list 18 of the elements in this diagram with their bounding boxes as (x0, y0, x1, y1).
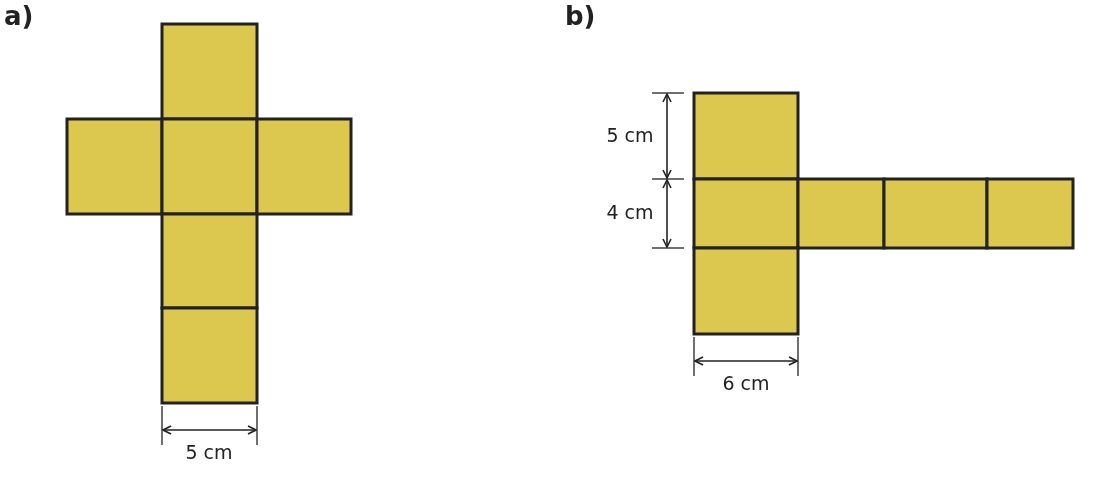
net-face (160, 117, 259, 216)
net-face (882, 177, 989, 250)
dimension-label: 4 cm (606, 202, 654, 222)
net-face (692, 246, 800, 336)
net-face (255, 117, 353, 216)
net-face (160, 306, 259, 405)
net-face (985, 177, 1075, 250)
net-face (796, 177, 886, 250)
figure-label: b) (565, 3, 596, 29)
dimension-label: 5 cm (185, 442, 233, 462)
dimension-label: 6 cm (722, 373, 770, 393)
net-face (65, 117, 164, 216)
net-face (692, 177, 800, 250)
figure-label: a) (4, 3, 34, 29)
net-face (692, 91, 800, 181)
net-face (160, 22, 259, 121)
net-face (160, 212, 259, 310)
dimension-label: 5 cm (606, 125, 654, 145)
